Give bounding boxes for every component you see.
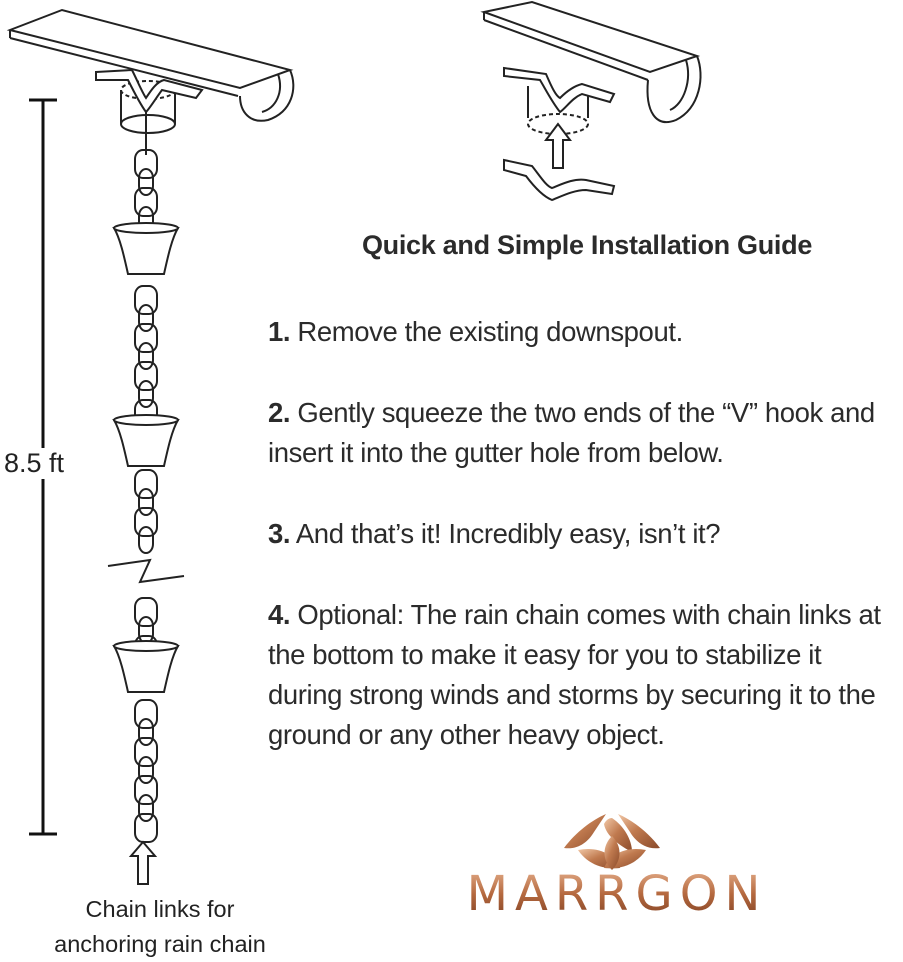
- rain-chain: [112, 149, 180, 843]
- step-4: 4. Optional: The rain chain comes with c…: [268, 595, 900, 755]
- gutter-outlet-right: [503, 66, 616, 135]
- chain-link: [134, 361, 158, 391]
- chain-link: [138, 756, 154, 784]
- chain-cup: [112, 645, 180, 693]
- step-number: 1.: [268, 316, 291, 347]
- lotus-emblem: [564, 814, 660, 870]
- step-text: Remove the existing downspout.: [290, 316, 683, 347]
- v-hook: [503, 158, 616, 202]
- chain-link: [134, 149, 158, 179]
- chain-link: [138, 794, 154, 822]
- chain-link: [138, 304, 154, 332]
- chain-link: [138, 526, 154, 554]
- steps-list: 1. Remove the existing downspout. 2. Gen…: [268, 312, 900, 796]
- guide-title: Quick and Simple Installation Guide: [361, 230, 813, 260]
- chain-link: [134, 285, 158, 315]
- up-arrow-insert: [544, 122, 572, 169]
- chain-link: [138, 616, 154, 644]
- step-number: 3.: [268, 518, 291, 549]
- chain-cup-rim: [113, 640, 179, 652]
- step-2: 2. Gently squeeze the two ends of the “V…: [268, 393, 900, 473]
- chain-link: [134, 323, 158, 353]
- brand-logo: MARRGON: [467, 814, 768, 922]
- anchor-caption-line2: anchoring rain chain: [54, 931, 266, 957]
- chain-link: [134, 737, 158, 767]
- chain-link: [134, 187, 158, 217]
- step-text: And that’s it! Incredibly easy, isn’t it…: [290, 518, 721, 549]
- chain-link: [134, 775, 158, 805]
- chain-link: [138, 380, 154, 408]
- step-3: 3. And that’s it! Incredibly easy, isn’t…: [268, 514, 900, 554]
- length-label: 8.5 ft: [2, 448, 67, 479]
- chain-link: [134, 699, 158, 729]
- step-text: Gently squeeze the two ends of the “V” h…: [268, 397, 875, 468]
- gutter-outlet-left: [95, 68, 204, 155]
- gutter-left: [6, 8, 295, 122]
- chain-link: [138, 718, 154, 746]
- chain-link: [138, 168, 154, 196]
- chain-link: [134, 507, 158, 537]
- step-number: 4.: [268, 599, 291, 630]
- chain-cup-rim: [113, 222, 179, 234]
- chain-break-mark: [107, 558, 185, 584]
- anchor-caption: Chain links for anchoring rain chain: [30, 892, 290, 962]
- step-1: 1. Remove the existing downspout.: [268, 312, 900, 352]
- chain-link: [134, 813, 158, 843]
- chain-link: [138, 342, 154, 370]
- chain-cup: [112, 227, 180, 275]
- step-text: Optional: The rain chain comes with chai…: [268, 599, 881, 750]
- step-number: 2.: [268, 397, 291, 428]
- anchor-caption-line1: Chain links for: [85, 896, 235, 922]
- brand-wordmark: MARRGON: [467, 866, 768, 922]
- chain-link: [134, 469, 158, 499]
- chain-link: [138, 488, 154, 516]
- chain-cup-rim: [113, 414, 179, 426]
- chain-cup: [112, 419, 180, 467]
- gutter-right: [480, 0, 702, 123]
- anchor-arrow: [128, 840, 158, 885]
- chain-link: [134, 597, 158, 627]
